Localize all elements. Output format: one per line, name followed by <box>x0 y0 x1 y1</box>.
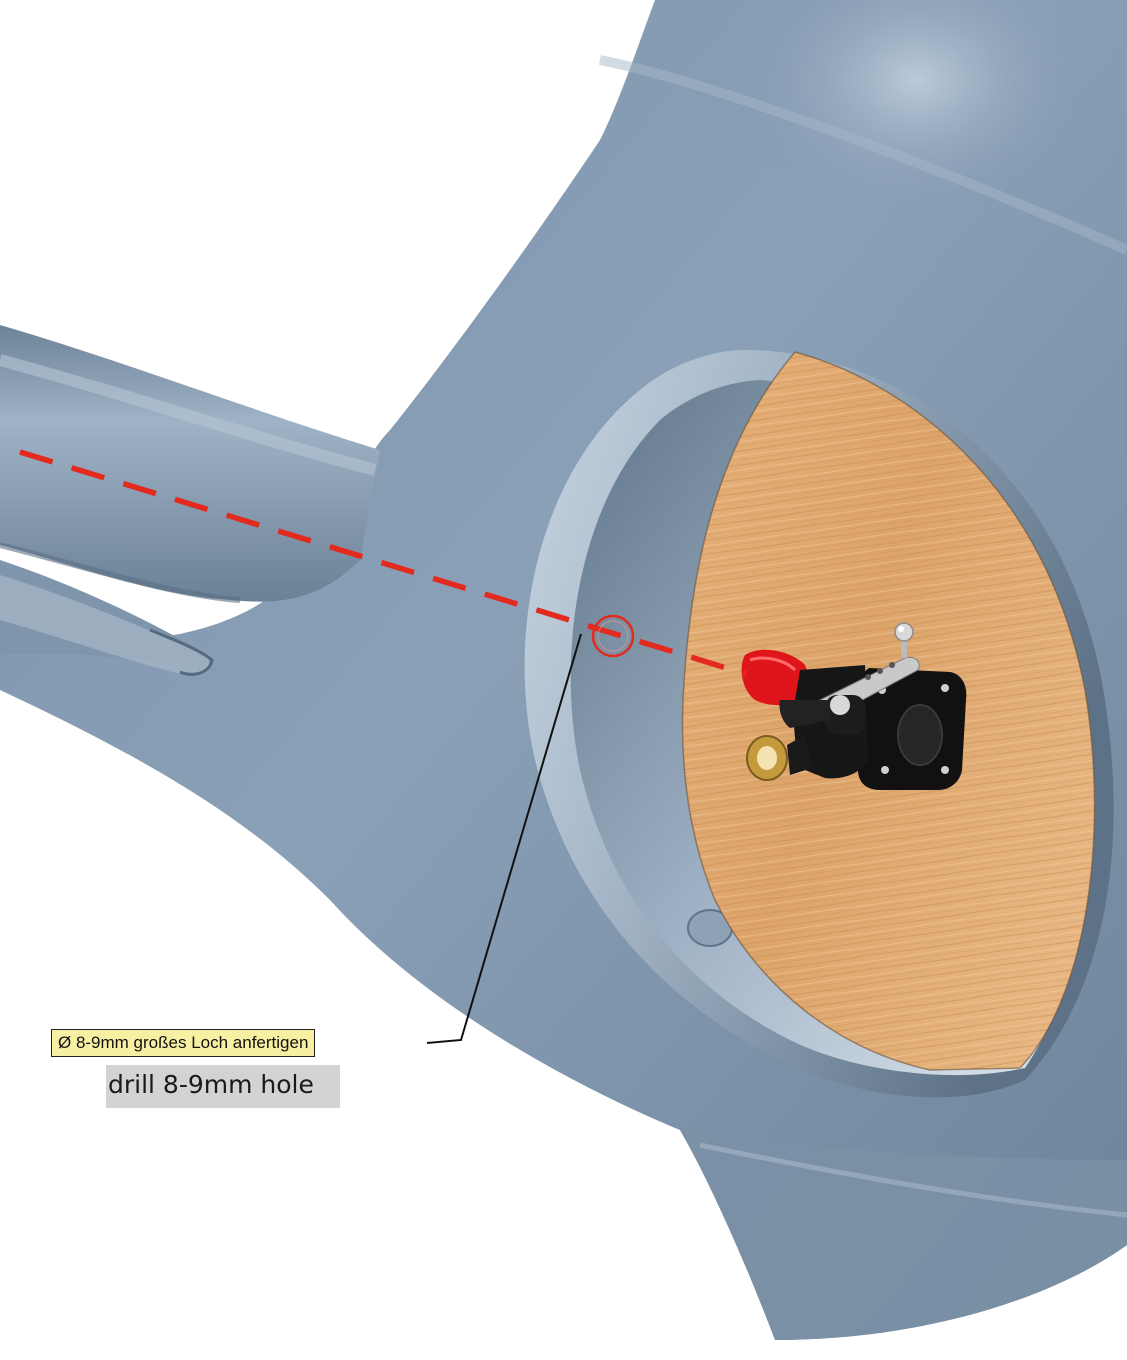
drill-target-circle <box>591 614 635 658</box>
callout-label-german: Ø 8-9mm großes Loch anfertigen <box>51 1029 316 1057</box>
drill-axis-line <box>19 449 747 677</box>
mechanism <box>741 622 967 790</box>
callout-label-english: drill 8-9mm hole <box>106 1065 340 1108</box>
callout-leader-line <box>426 633 582 1044</box>
